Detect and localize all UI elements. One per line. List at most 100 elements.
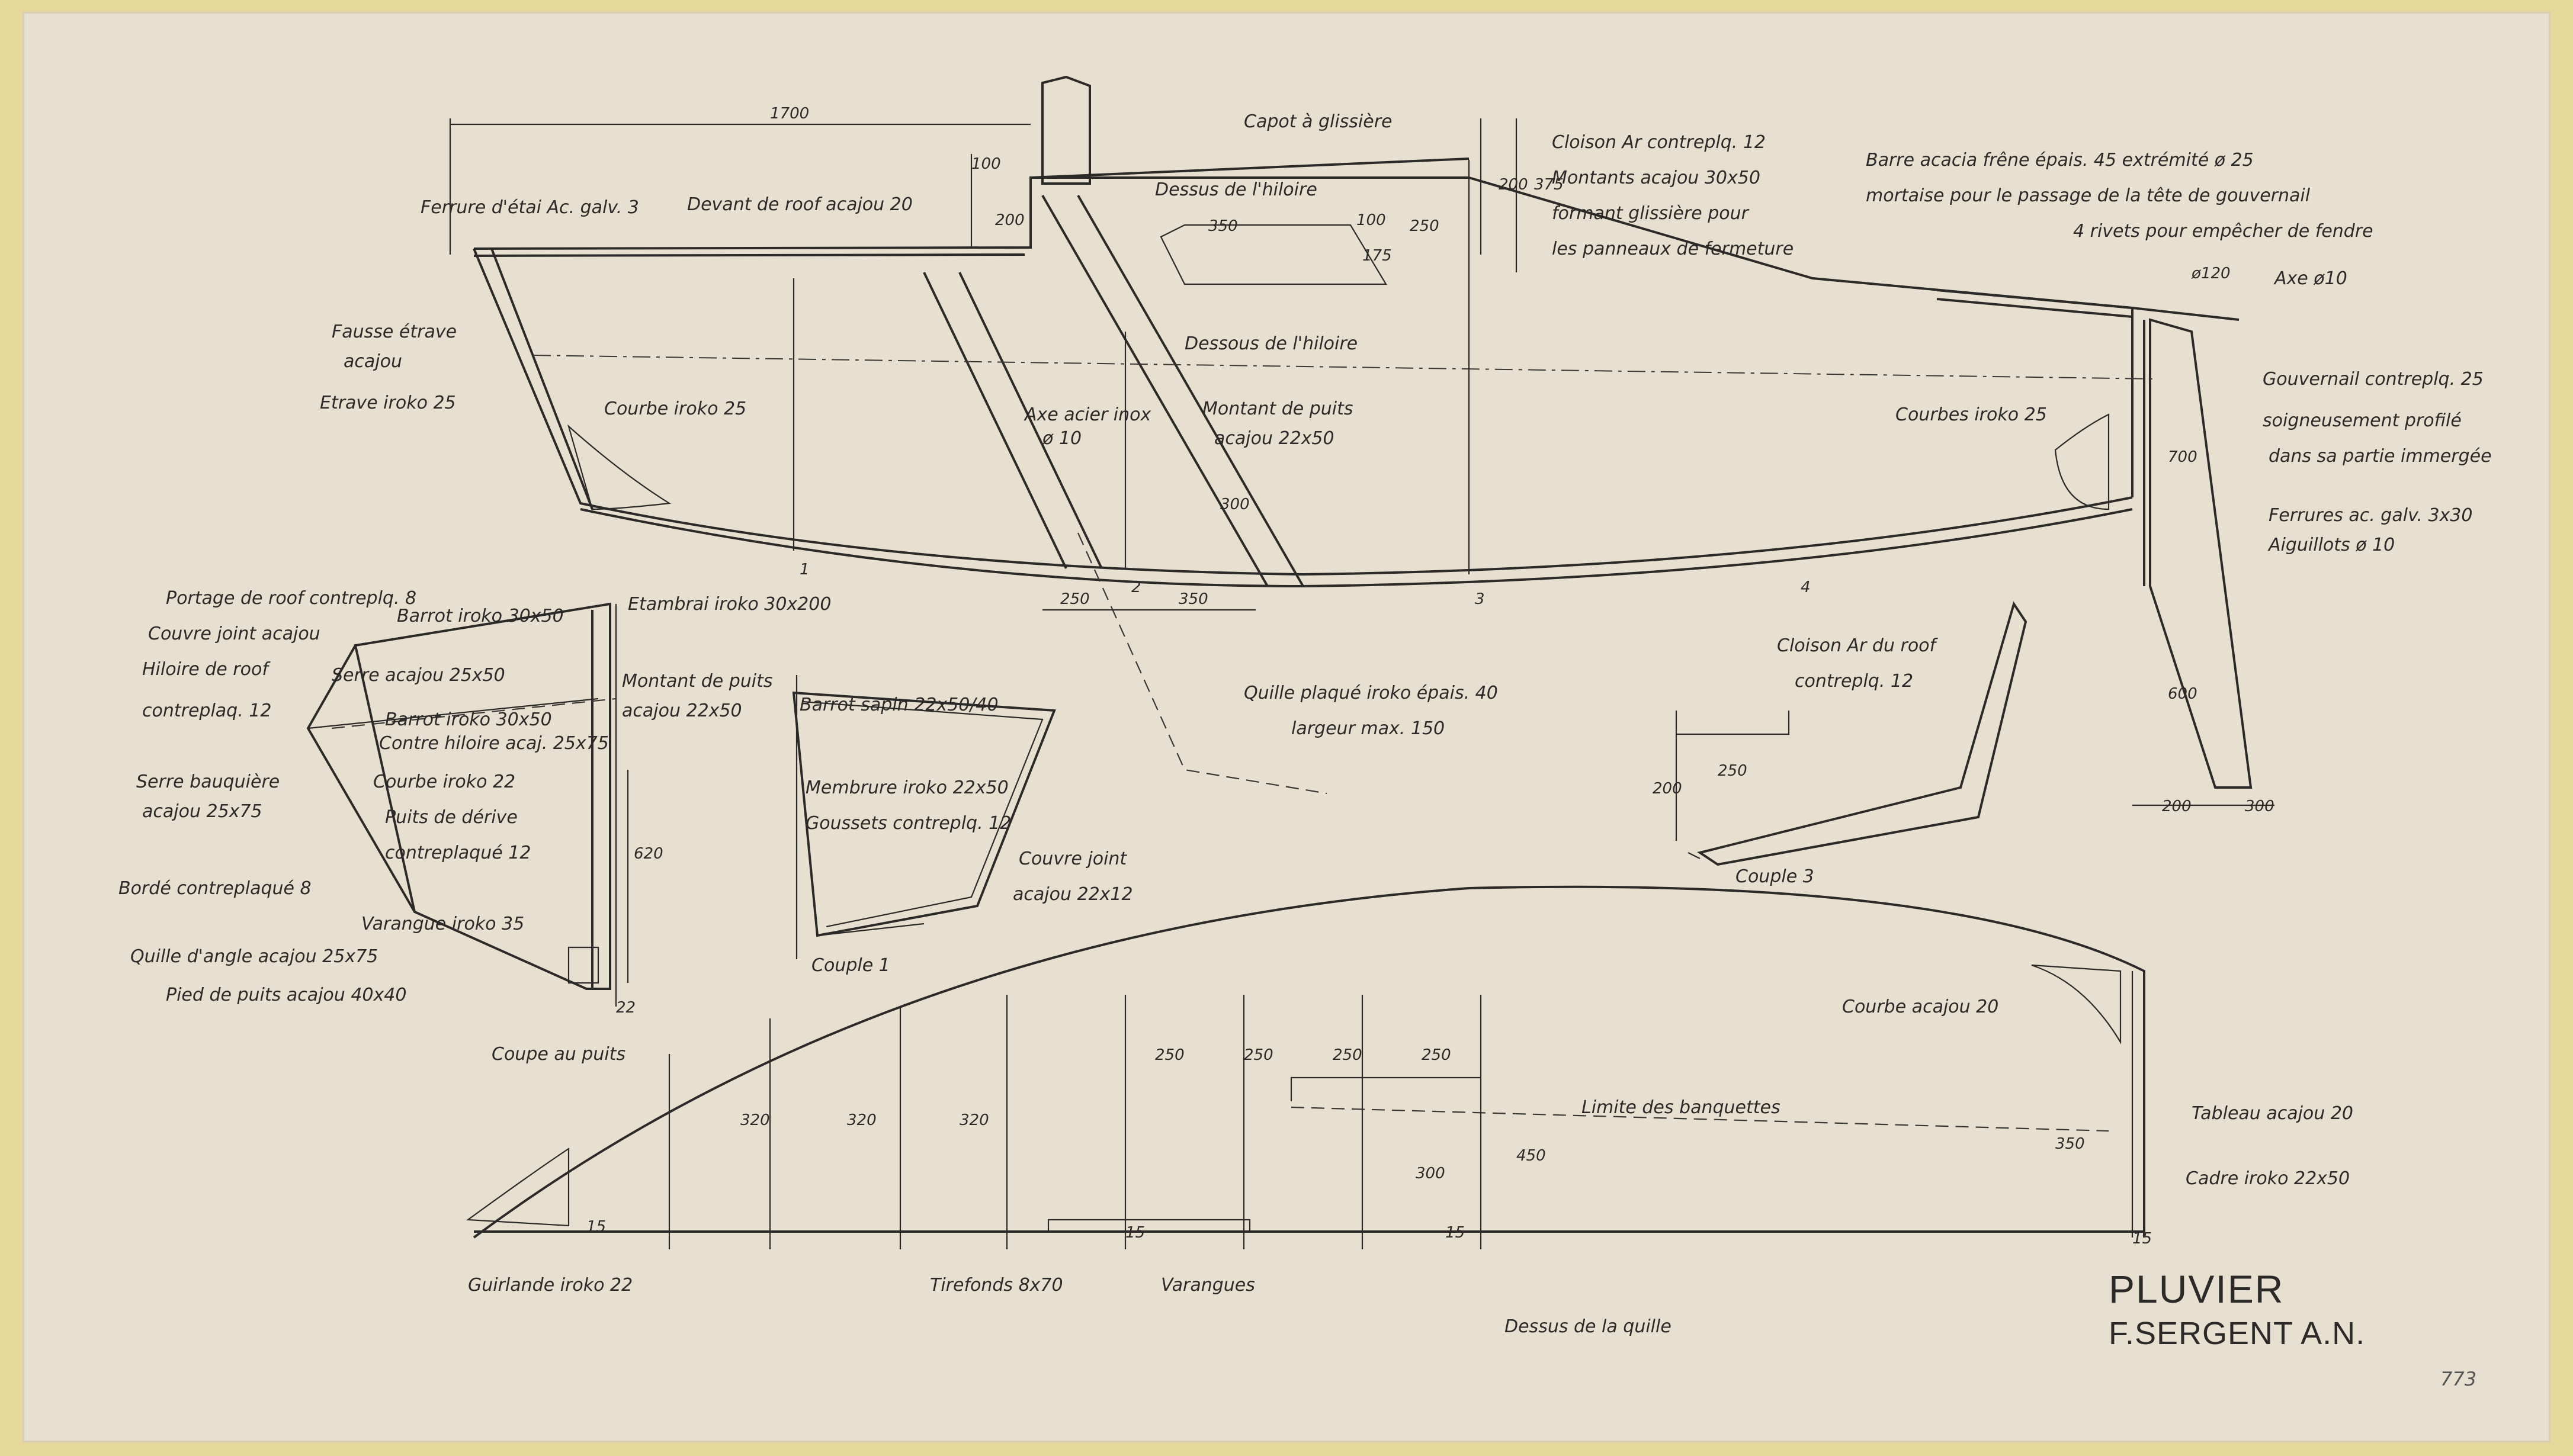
dim-350-b: 350 (1208, 217, 1238, 235)
label-guirlande: Guirlande iroko 22 (468, 1275, 633, 1296)
label-contre-hiloire: Contre hiloire acaj. 25x75 (379, 733, 609, 754)
label-barrot-2: Barrot iroko 30x50 (385, 709, 552, 730)
dim-120: ø120 (2191, 265, 2231, 282)
dim-700: 700 (2168, 448, 2197, 466)
dim-350-a: 350 (1179, 590, 1208, 608)
dim-250-b: 250 (1410, 217, 1439, 235)
dim-250-g: 250 (1333, 1046, 1362, 1064)
label-barre-3: 4 rivets pour empêcher de fendre (2073, 221, 2373, 242)
label-cloison-3: formant glissière pour (1552, 203, 1750, 224)
frame-3-section (1675, 601, 2027, 866)
label-montant-puits-b2: acajou 22x50 (622, 700, 742, 721)
label-barre-1: Barre acacia frêne épais. 45 extrémité ø… (1866, 150, 2254, 171)
dim-450: 450 (1516, 1147, 1546, 1165)
drawing-sheet (23, 12, 2550, 1442)
label-fausse-etrave-2: acajou (344, 351, 402, 372)
label-barre-2: mortaise pour le passage de la tête de g… (1866, 185, 2311, 206)
label-courbe-acajou: Courbe acajou 20 (1842, 997, 1998, 1017)
dim-200-a: 200 (995, 211, 1025, 229)
dim-1700: 1700 (770, 105, 809, 123)
label-barrot-sapin: Barrot sapin 22x50/40 (800, 695, 999, 715)
profile-dimensions (449, 118, 2274, 806)
sheet-number: 773 (2440, 1368, 2476, 1390)
label-goussets: Goussets contreplq. 12 (806, 813, 1011, 834)
label-couvre-joint-2a: Couvre joint (1019, 848, 1127, 869)
label-serre: Serre acajou 25x50 (332, 665, 505, 686)
dim-250-c: 250 (1718, 762, 1747, 780)
label-barrot: Barrot iroko 30x50 (397, 606, 564, 626)
title-block: PLUVIER F.SERGENT A.N. 773 (2109, 1267, 2476, 1390)
label-courbe-22: Courbe iroko 22 (373, 772, 515, 792)
annotations: Capot à glissière Cloison Ar contreplq. … (118, 111, 2492, 1337)
label-couvre-joint: Couvre joint acajou (148, 623, 320, 644)
label-quille-angle: Quille d'angle acajou 25x75 (130, 946, 378, 967)
label-limite: Limite des banquettes (1581, 1097, 1780, 1118)
label-dessus-quille: Dessus de la quille (1504, 1316, 1672, 1337)
dim-250-a: 250 (1060, 590, 1090, 608)
label-etambrai: Etambrai iroko 30x200 (628, 594, 831, 615)
label-gouvernail-1: Gouvernail contreplq. 25 (2263, 369, 2484, 390)
label-membrure: Membrure iroko 22x50 (806, 777, 1009, 798)
label-gouvernail-3: dans sa partie immergée (2269, 446, 2492, 467)
label-cloison-1: Cloison Ar contreplq. 12 (1552, 132, 1766, 153)
label-dessous-hiloire: Dessous de l'hiloire (1185, 333, 1358, 354)
label-courbe-iroko: Courbe iroko 25 (604, 398, 746, 419)
label-tableau: Tableau acajou 20 (2192, 1103, 2353, 1124)
dim-250-h: 250 (1422, 1046, 1451, 1064)
label-quille-2: largeur max. 150 (1291, 718, 1445, 739)
label-ferrure: Ferrure d'étai Ac. galv. 3 (421, 197, 639, 218)
label-axe-acier-2: ø 10 (1042, 428, 1082, 449)
frame-1-section (792, 675, 1056, 959)
label-varangues: Varangues (1161, 1275, 1255, 1296)
dim-15-d: 15 (2132, 1230, 2152, 1248)
frame-number-2: 2 (1131, 578, 1141, 596)
label-pied-puits: Pied de puits acajou 40x40 (166, 985, 406, 1005)
dim-15-b: 15 (1125, 1224, 1145, 1242)
frame-number-3: 3 (1475, 590, 1485, 608)
dim-300-b: 300 (2245, 798, 2274, 815)
section-at-case (306, 602, 629, 1007)
label-couple-3: Couple 3 (1735, 866, 1814, 887)
dim-300-c: 300 (1416, 1165, 1445, 1182)
dim-22: 22 (616, 999, 636, 1017)
label-etrave: Etrave iroko 25 (320, 393, 456, 413)
dim-350-c: 350 (2055, 1135, 2085, 1153)
label-axe-acier-1: Axe acier inox (1024, 404, 1151, 425)
hull-profile (473, 75, 2253, 795)
frame-number-1: 1 (800, 561, 810, 578)
dim-250-f: 250 (1244, 1046, 1273, 1064)
label-couple-1: Couple 1 (811, 955, 890, 976)
label-coupe-puits: Coupe au puits (492, 1044, 625, 1065)
dim-100-b: 100 (1356, 211, 1386, 229)
label-aiguillots: Aiguillots ø 10 (2267, 535, 2395, 555)
frame-number-4: 4 (1801, 578, 1811, 596)
label-borde: Bordé contreplaqué 8 (118, 878, 312, 899)
label-serre-bauquiere-2: acajou 25x75 (142, 801, 262, 822)
label-fausse-etrave-1: Fausse étrave (332, 322, 457, 342)
dim-375: 375 (1534, 176, 1564, 194)
drawing-author: F.SERGENT A.N. (2109, 1316, 2365, 1351)
dim-15-a: 15 (586, 1218, 606, 1236)
dim-100-a: 100 (971, 155, 1001, 173)
label-axe: Axe ø10 (2273, 268, 2347, 289)
dim-320-b: 320 (847, 1111, 877, 1129)
label-quille-1: Quille plaqué iroko épais. 40 (1244, 683, 1498, 703)
label-devant-roof: Devant de roof acajou 20 (687, 194, 913, 215)
label-cadre: Cadre iroko 22x50 (2186, 1168, 2350, 1189)
dim-200-d: 200 (1653, 780, 1682, 798)
label-hiloire-1: Hiloire de roof (142, 659, 271, 680)
label-puits-1: Puits de dérive (385, 807, 518, 828)
hull-plan (466, 885, 2145, 1249)
dim-200-c: 200 (2162, 798, 2192, 815)
label-capot: Capot à glissière (1244, 111, 1393, 132)
label-gouvernail-2: soigneusement profilé (2263, 410, 2462, 431)
label-montant-puits-2: acajou 22x50 (1214, 428, 1334, 449)
dim-200-b: 200 (1499, 176, 1528, 194)
label-serre-bauquiere-1: Serre bauquière (136, 772, 280, 792)
label-montant-puits-b1: Montant de puits (622, 671, 773, 692)
label-cloison-roof-1: Cloison Ar du roof (1777, 635, 1939, 656)
label-courbes-iroko: Courbes iroko 25 (1895, 404, 2047, 425)
label-ferrures: Ferrures ac. galv. 3x30 (2269, 505, 2472, 526)
dim-250-e: 250 (1155, 1046, 1185, 1064)
